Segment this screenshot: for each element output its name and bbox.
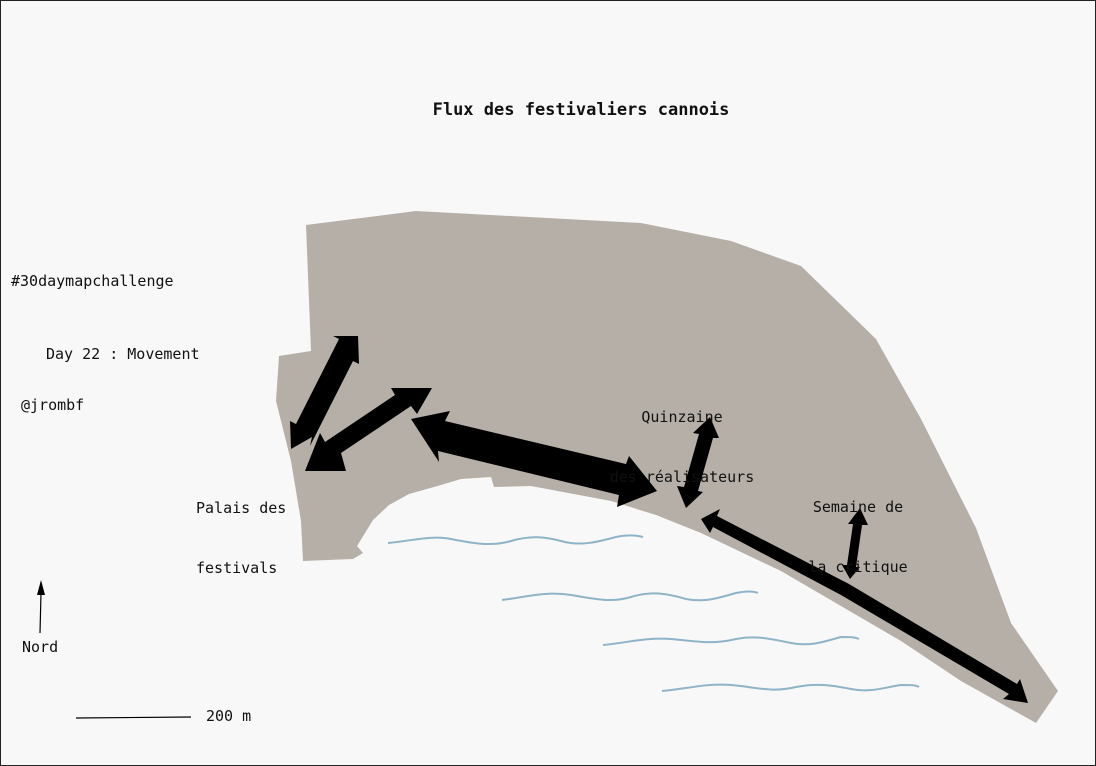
flow-arrow-croisette (701, 509, 1028, 703)
place-label-palais: Palais des festivals (196, 458, 286, 618)
sea-waves (387, 534, 920, 692)
flow-arrow-palais-east (305, 388, 432, 471)
place-label-semaine-line1: Semaine de (812, 498, 904, 516)
wave-2 (501, 590, 759, 602)
flow-arrow-palais-north (290, 336, 359, 449)
place-label-semaine: Semaine de la critique (798, 457, 918, 617)
north-label: Nord (22, 638, 59, 656)
map-title: Flux des festivaliers cannois (432, 100, 730, 120)
place-label-quinzaine-line2: des réalisateurs (609, 468, 755, 486)
wave-4 (661, 683, 920, 692)
place-label-semaine-line2: la critique (808, 558, 908, 576)
place-label-quinzaine-line1: Quinzaine (641, 408, 723, 426)
flow-arrow-main (411, 411, 657, 507)
scale-label: 200 m (206, 707, 252, 725)
north-arrow-icon (37, 580, 45, 634)
place-label-palais-line2: festivals (196, 559, 278, 577)
flow-arrows (290, 336, 1028, 703)
flow-arrow-semaine (842, 508, 868, 579)
flow-arrow-quinzaine (677, 417, 719, 508)
wave-3 (602, 635, 860, 646)
scale-bar (75, 716, 192, 719)
wave-1 (387, 534, 644, 546)
hashtag-label: #30daymapchallenge (11, 272, 174, 290)
place-label-quinzaine: Quinzaine des réalisateurs (597, 367, 767, 527)
day-label: Day 22 : Movement (46, 345, 200, 363)
place-label-palais-line1: Palais des (196, 499, 287, 517)
author-label: @jrombf (21, 396, 85, 414)
